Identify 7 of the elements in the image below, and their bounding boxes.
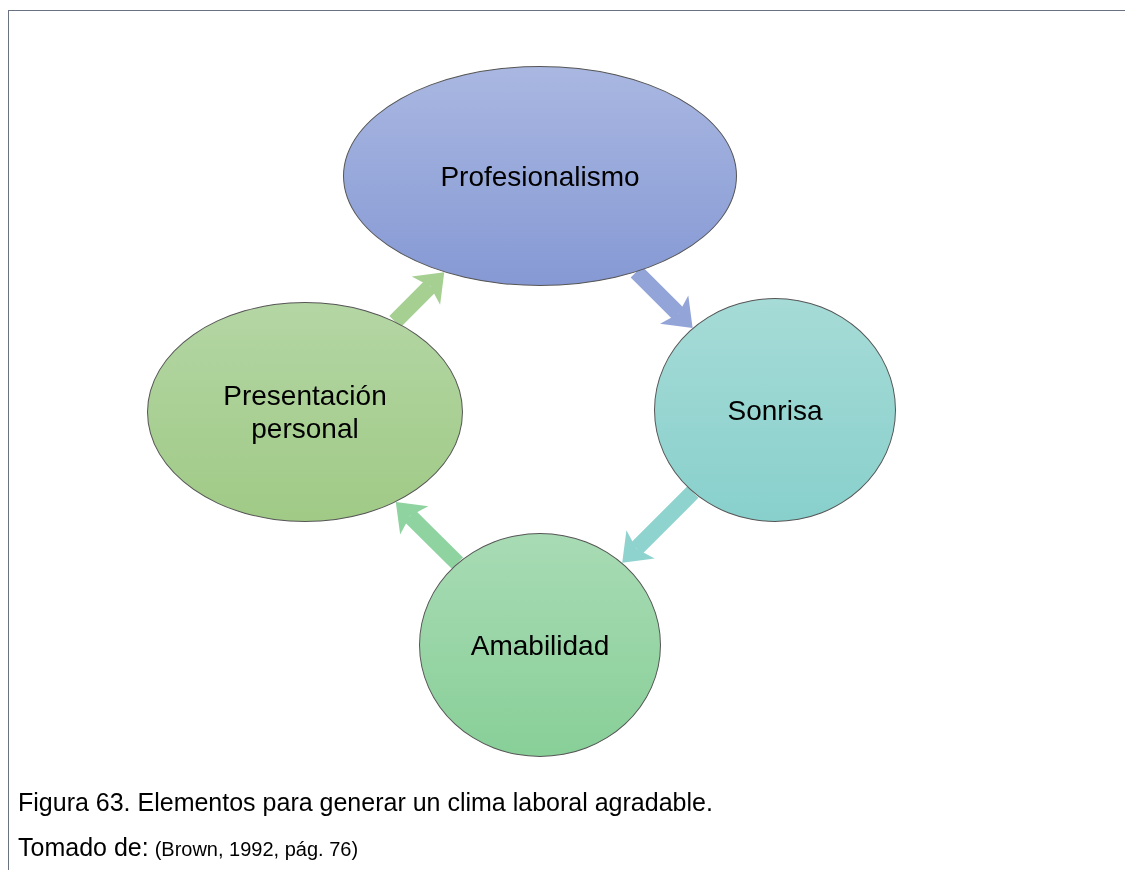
node-label: Sonrisa (727, 393, 823, 427)
source-label: Tomado de: (18, 832, 149, 862)
figure-caption: Figura 63. Elementos para generar un clima laboral agradable. (18, 787, 713, 817)
source-citation: (Brown, 1992, pág. 76) (154, 837, 359, 861)
node-label: Presentación personal (222, 379, 388, 445)
node-label: Profesionalismo (440, 159, 640, 193)
node-label: Amabilidad (470, 628, 610, 662)
